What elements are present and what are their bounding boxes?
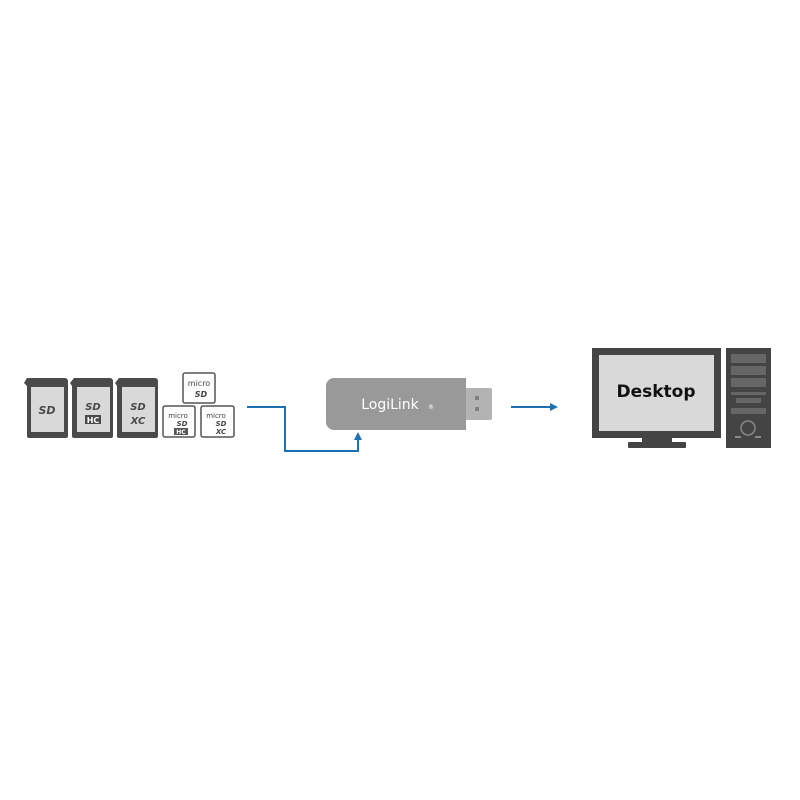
micro-sdxc-bottom: SD bbox=[216, 420, 227, 428]
elbow-arrow-icon bbox=[247, 406, 362, 452]
sd-card-label: SD bbox=[38, 404, 55, 417]
sdhc-card-badge: HC bbox=[87, 416, 100, 425]
reader-body bbox=[326, 378, 464, 430]
micro-sdxc-top: micro bbox=[206, 412, 226, 420]
monitor-screen bbox=[599, 355, 714, 431]
micro-sd-top: micro bbox=[188, 379, 211, 388]
micro-sdhc-bottom: SD bbox=[177, 420, 188, 428]
micro-sdxc-card: micro SD XC bbox=[200, 405, 235, 438]
sdhc-card-label: SD bbox=[85, 402, 101, 413]
micro-sdhc-badge: HC bbox=[176, 429, 186, 436]
card-reader: LogiLink ® bbox=[326, 378, 492, 430]
usb-plug bbox=[462, 388, 492, 420]
micro-sd-card: micro SD bbox=[182, 372, 216, 404]
reader-brand: LogiLink bbox=[361, 397, 419, 413]
desktop-label: Desktop bbox=[616, 382, 695, 402]
micro-sdxc-badge: XC bbox=[215, 428, 227, 436]
sdxc-card-label: SD bbox=[130, 402, 146, 413]
sdxc-card-badge: XC bbox=[130, 416, 146, 427]
desktop-tower bbox=[726, 348, 771, 448]
micro-sd-bottom: SD bbox=[195, 390, 208, 399]
sdxc-card: SD XC bbox=[115, 378, 158, 438]
power-button-icon bbox=[740, 420, 756, 436]
micro-sdhc-top: micro bbox=[168, 412, 188, 420]
sd-card: SD bbox=[24, 378, 68, 438]
reader-registered-mark: ® bbox=[428, 404, 434, 411]
micro-sdhc-card: micro SD HC bbox=[162, 405, 196, 438]
sdhc-card: SD HC bbox=[70, 378, 113, 438]
desktop-monitor: Desktop bbox=[592, 348, 721, 448]
monitor-stand bbox=[628, 442, 686, 448]
